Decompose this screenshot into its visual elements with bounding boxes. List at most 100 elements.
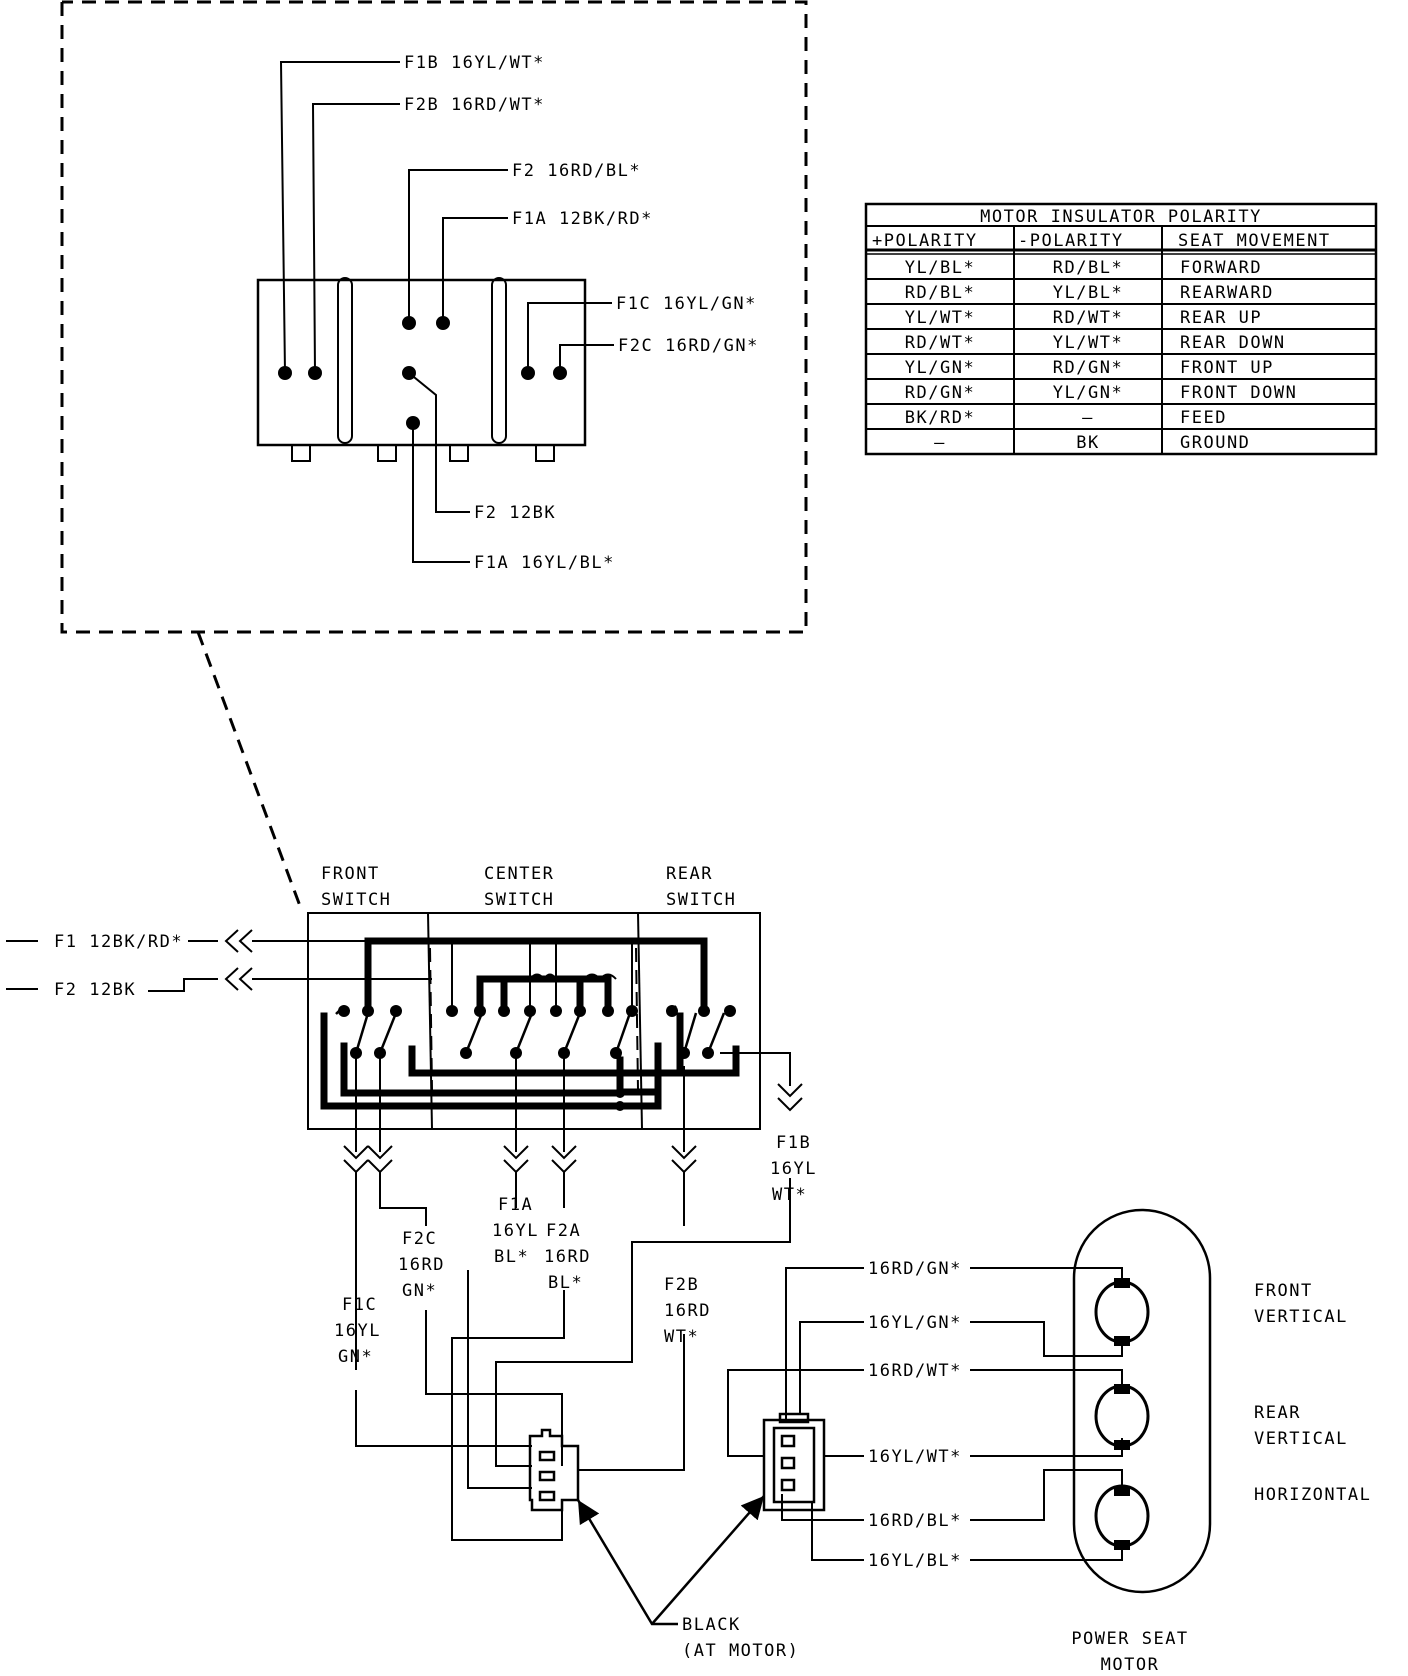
out-f2b-3: WT* [664,1327,699,1347]
harness-wires [355,1172,791,1541]
inset-label-f1c: F1C 16YL/GN* [616,294,757,314]
rear-vertical-motor [1094,1384,1150,1450]
table-cell-movement-1: REARWARD [1180,283,1274,303]
inset-label-f2c: F2C 16RD/GN* [618,336,759,356]
table-cell-minus-2: RD/WT* [1053,308,1123,328]
table-cell-movement-6: FEED [1180,408,1227,428]
inset-label-f2-12bk: F2 12BK [474,503,556,523]
out-f2c-1: F2C [402,1229,437,1249]
output-labels: F1B 16YL WT* F1A 16YL BL* F2A 16RD BL* F… [334,1133,817,1367]
motor-label-rear-1: REAR [1254,1403,1301,1423]
table-cell-minus-0: RD/BL* [1053,258,1123,278]
power-seat-line-1: POWER SEAT [1071,1629,1188,1649]
motor-wire-labels: 16RD/GN* 16YL/GN* 16RD/WT* 16YL/WT* 16RD… [868,1259,962,1571]
table-header-plus: +POLARITY [872,231,978,251]
motor-wire-16yl-wt: 16YL/WT* [868,1447,962,1467]
inset-label-f2: F2 16RD/BL* [512,161,641,181]
center-switch-label-1: CENTER [484,864,554,884]
out-f2c-3: GN* [402,1281,437,1301]
table-cell-movement-3: REAR DOWN [1180,333,1286,353]
out-f2a-1: F2A [546,1221,581,1241]
table-cell-plus-2: YL/WT* [905,308,975,328]
out-f1b-1: F1B [776,1133,811,1153]
switch-output-wires [355,1052,791,1152]
motor-wire-16rd-bl: 16RD/BL* [868,1511,962,1531]
table-header-minus: -POLARITY [1018,231,1124,251]
inset-label-f1a-16: F1A 16YL/BL* [474,553,615,573]
callout-line-1: BLACK [682,1615,741,1635]
inset-detail: F1B 16YL/WT* F2B 16RD/WT* F2 16RD/BL* F1… [60,0,808,634]
table-cell-minus-4: RD/GN* [1053,358,1123,378]
motor-wire-16yl-gn: 16YL/GN* [868,1313,962,1333]
switch-housing [307,912,761,1130]
table-cell-plus-7: — [934,433,946,453]
out-f2b-1: F2B [664,1275,699,1295]
callout-line-2: (AT MOTOR) [682,1641,799,1661]
motor-label-horizontal: HORIZONTAL [1254,1485,1371,1505]
right-connector [762,1412,826,1512]
motor-labels: FRONT VERTICAL REAR VERTICAL HORIZONTAL [1254,1281,1371,1505]
table-cell-plus-0: YL/BL* [905,258,975,278]
table-rows: YL/BL*RD/BL*FORWARDRD/BL*YL/BL*REARWARDY… [905,258,1297,453]
inset-wire-labels: F1B 16YL/WT* F2B 16RD/WT* F2 16RD/BL* F1… [404,53,759,573]
polarity-table: MOTOR INSULATOR POLARITY +POLARITY -POLA… [864,202,1378,456]
table-cell-movement-2: REAR UP [1180,308,1262,328]
table-cell-movement-7: GROUND [1180,433,1250,453]
table-cell-minus-3: YL/WT* [1053,333,1123,353]
out-f1a-3: BL* [494,1247,529,1267]
table-grid [864,202,1378,456]
motor-label-front-1: FRONT [1254,1281,1313,1301]
power-seat-motor [1072,1208,1212,1594]
center-switch-label-2: SWITCH [484,890,554,910]
inset-label-f2b: F2B 16RD/WT* [404,95,545,115]
out-f1c-2: 16YL [334,1321,381,1341]
switch-connector-body [256,277,587,462]
left-connector [528,1428,580,1512]
motor-wire-16rd-gn: 16RD/GN* [868,1259,962,1279]
out-f1c-1: F1C [342,1295,377,1315]
out-f2a-3: BL* [548,1273,583,1293]
motor-label-rear-2: VERTICAL [1254,1429,1348,1449]
inset-leaders [279,61,614,563]
table-cell-minus-6: — [1082,408,1094,428]
out-f1b-2: 16YL [770,1159,817,1179]
rear-switch-label-1: REAR [666,864,713,884]
out-f1a-1: F1A [498,1195,533,1215]
inset-label-f1a: F1A 12BK/RD* [512,209,653,229]
power-seat-line-2: MOTOR [1101,1655,1160,1675]
input-label-f1: F1 12BK/RD* [54,932,183,952]
input-label-f2: F2 12BK [54,980,136,1000]
connector-callout: BLACK (AT MOTOR) [576,1495,799,1661]
out-f2b-2: 16RD [664,1301,711,1321]
power-seat-caption: POWER SEAT MOTOR [1071,1629,1188,1675]
front-switch-label-2: SWITCH [321,890,391,910]
table-cell-minus-1: YL/BL* [1053,283,1123,303]
switch-internal-wiring [451,940,633,1011]
horizontal-motor [1094,1484,1150,1550]
out-f1c-3: GN* [338,1347,373,1367]
table-title: MOTOR INSULATOR POLARITY [980,207,1262,227]
table-cell-movement-4: FRONT UP [1180,358,1274,378]
table-cell-plus-4: YL/GN* [905,358,975,378]
inset-label-f1b: F1B 16YL/WT* [404,53,545,73]
table-cell-plus-1: RD/BL* [905,283,975,303]
inset-terminals [278,316,567,430]
out-f1b-3: WT* [772,1185,807,1205]
out-f1a-2: 16YL [492,1221,539,1241]
input-wires: F1 12BK/RD* F2 12BK [6,929,432,1000]
out-f2c-2: 16RD [398,1255,445,1275]
motor-label-front-2: VERTICAL [1254,1307,1348,1327]
table-cell-movement-5: FRONT DOWN [1180,383,1297,403]
out-f2a-2: 16RD [544,1247,591,1267]
table-cell-plus-6: BK/RD* [905,408,975,428]
inset-leader-dashed [196,631,302,907]
motor-wiring [727,1267,1123,1561]
table-header-movement: SEAT MOVEMENT [1178,231,1331,251]
table-cell-minus-5: YL/GN* [1053,383,1123,403]
table-cell-plus-5: RD/GN* [905,383,975,403]
front-switch-label-1: FRONT [321,864,380,884]
switch-assembly: FRONT SWITCH CENTER SWITCH REAR SWITCH F… [6,864,803,1174]
motor-wire-16yl-bl: 16YL/BL* [868,1551,962,1571]
table-cell-minus-7: BK [1076,433,1099,453]
